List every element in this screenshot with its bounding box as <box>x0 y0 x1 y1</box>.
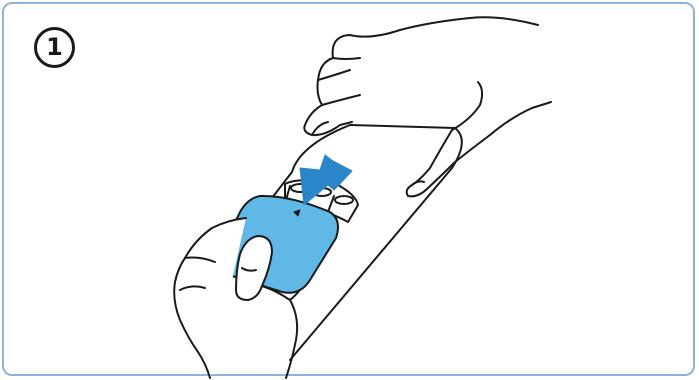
illustration <box>0 0 699 380</box>
